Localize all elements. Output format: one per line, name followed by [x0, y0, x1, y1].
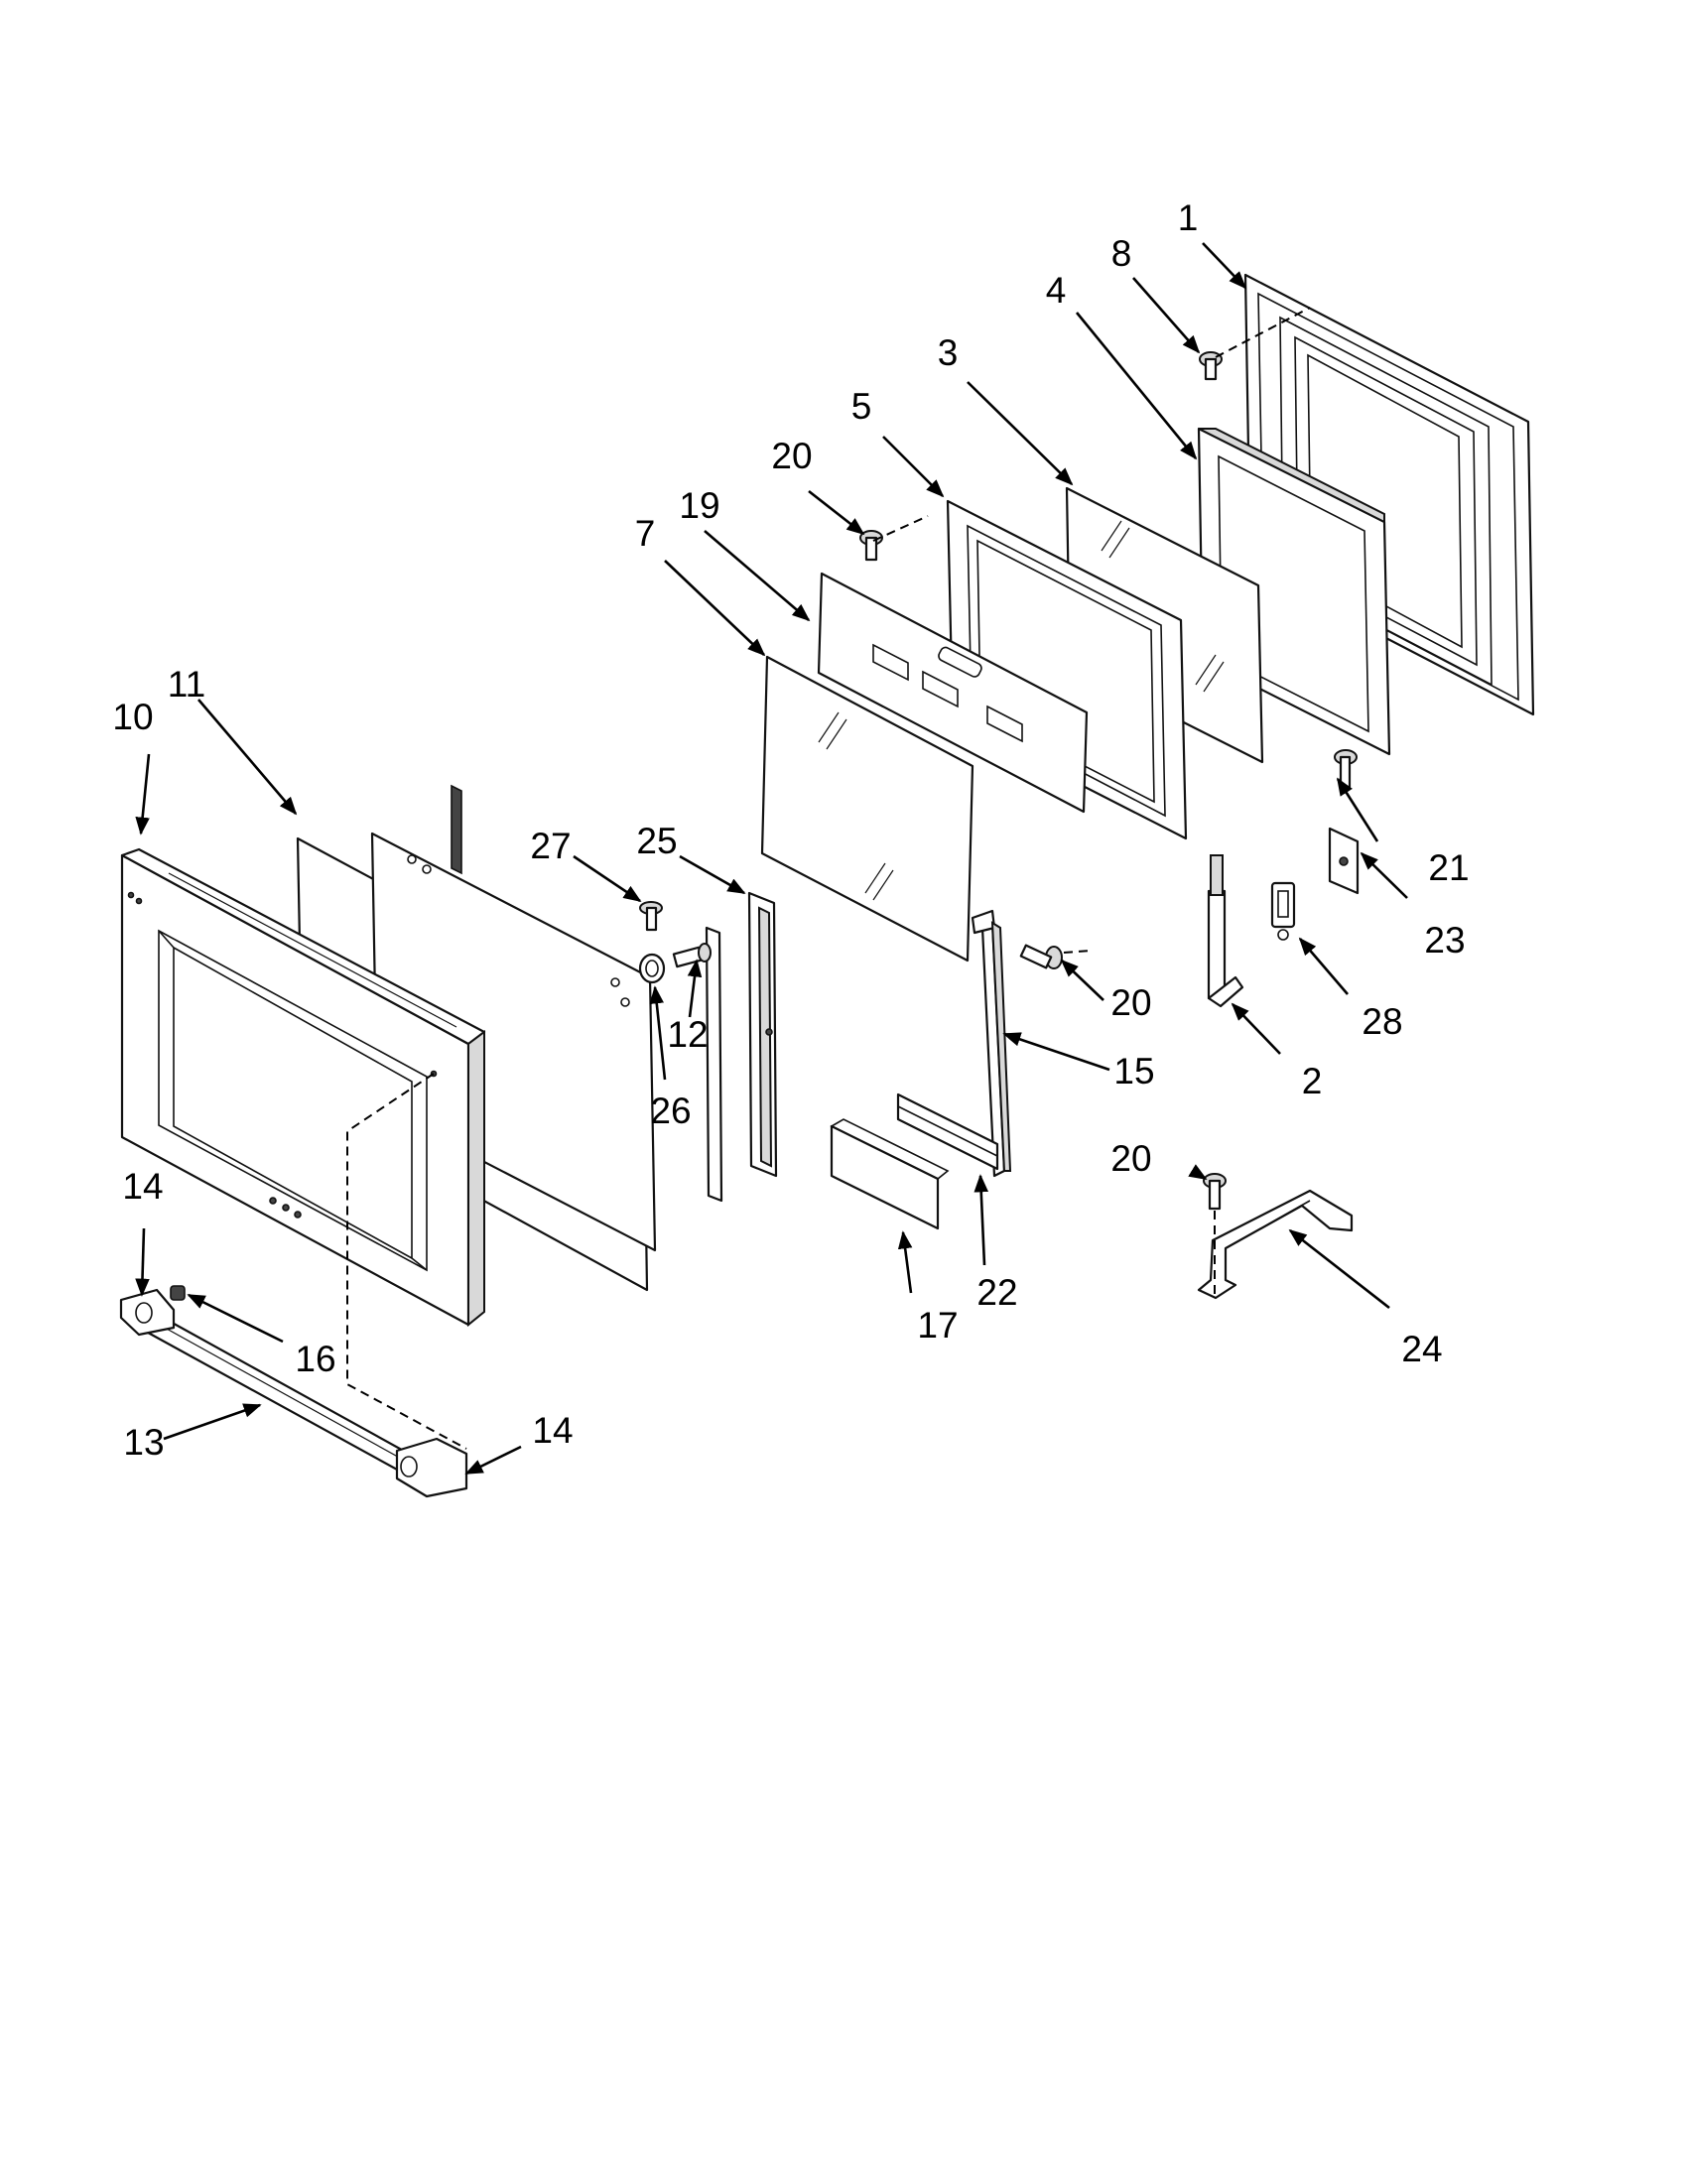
- door-side-trim-strip: [705, 926, 723, 1203]
- part-28-hinge-receiver: [1270, 881, 1296, 941]
- part-21-screw: [1334, 749, 1358, 789]
- callout-26: 26: [650, 1091, 691, 1131]
- part-22-bracket: [896, 1092, 999, 1171]
- part-26-bushing: [638, 953, 666, 984]
- part-7-outer-glass: [760, 655, 974, 963]
- part-13-handle-tube: [137, 1308, 411, 1473]
- part-15-hinge-channel: [971, 909, 1012, 1178]
- callout-20-middle: 20: [1110, 982, 1151, 1023]
- part-19-heat-shield: [817, 572, 1089, 814]
- callout-10: 10: [112, 697, 153, 737]
- callout-7: 7: [635, 513, 656, 554]
- callout-17: 17: [917, 1305, 958, 1346]
- callout-8: 8: [1111, 233, 1132, 274]
- callout-16: 16: [295, 1339, 335, 1379]
- callout-11: 11: [168, 664, 205, 705]
- part-20-screw-bottom: [1203, 1173, 1227, 1211]
- side-gasket-strip: [451, 784, 462, 875]
- part-2-hinge: [1207, 854, 1244, 1008]
- callout-13: 13: [123, 1422, 164, 1463]
- callout-20-top: 20: [771, 436, 812, 476]
- callout-12: 12: [667, 1014, 708, 1055]
- part-24-door-stop: [1197, 1189, 1354, 1300]
- callout-28: 28: [1362, 1001, 1402, 1042]
- assembly-dashed-lines: [346, 307, 1311, 1450]
- callout-24: 24: [1401, 1329, 1442, 1369]
- part-17-bracket: [830, 1118, 950, 1230]
- callout-14-left: 14: [122, 1166, 163, 1207]
- leader-lines: [135, 242, 1408, 1476]
- callout-5: 5: [851, 386, 872, 427]
- part-23-plate: [1328, 827, 1360, 895]
- part-25-vertical-channel: [747, 891, 778, 1178]
- part-14-handle-cap-left: [119, 1288, 176, 1337]
- callout-23: 23: [1424, 920, 1465, 961]
- part-20-screw-top: [859, 530, 883, 562]
- callout-21: 21: [1428, 847, 1469, 888]
- callout-22: 22: [976, 1272, 1017, 1313]
- callout-labels: 1 8 4 3 5 20 19 7 11 10 27 25 12 26 20 1…: [112, 197, 1469, 1463]
- callout-4: 4: [1046, 270, 1067, 311]
- part-20-screw-middle: [1019, 944, 1063, 969]
- part-1-inner-door-liner: [1243, 273, 1535, 716]
- callout-20-bottom: 20: [1110, 1138, 1151, 1179]
- callout-19: 19: [679, 485, 719, 526]
- callout-25: 25: [636, 821, 677, 861]
- callout-2: 2: [1302, 1061, 1323, 1101]
- part-16-spring: [170, 1285, 186, 1301]
- part-14-handle-cap-right: [395, 1437, 468, 1498]
- part-12-stud: [672, 943, 712, 968]
- part-10-outer-door-panel: [120, 847, 486, 1328]
- callout-1: 1: [1178, 197, 1199, 238]
- callout-15: 15: [1113, 1051, 1154, 1092]
- callout-27: 27: [530, 826, 571, 866]
- callout-3: 3: [938, 332, 959, 373]
- part-8-screw: [1199, 351, 1223, 381]
- part-27-screw: [639, 901, 663, 932]
- callout-14-right: 14: [532, 1410, 573, 1451]
